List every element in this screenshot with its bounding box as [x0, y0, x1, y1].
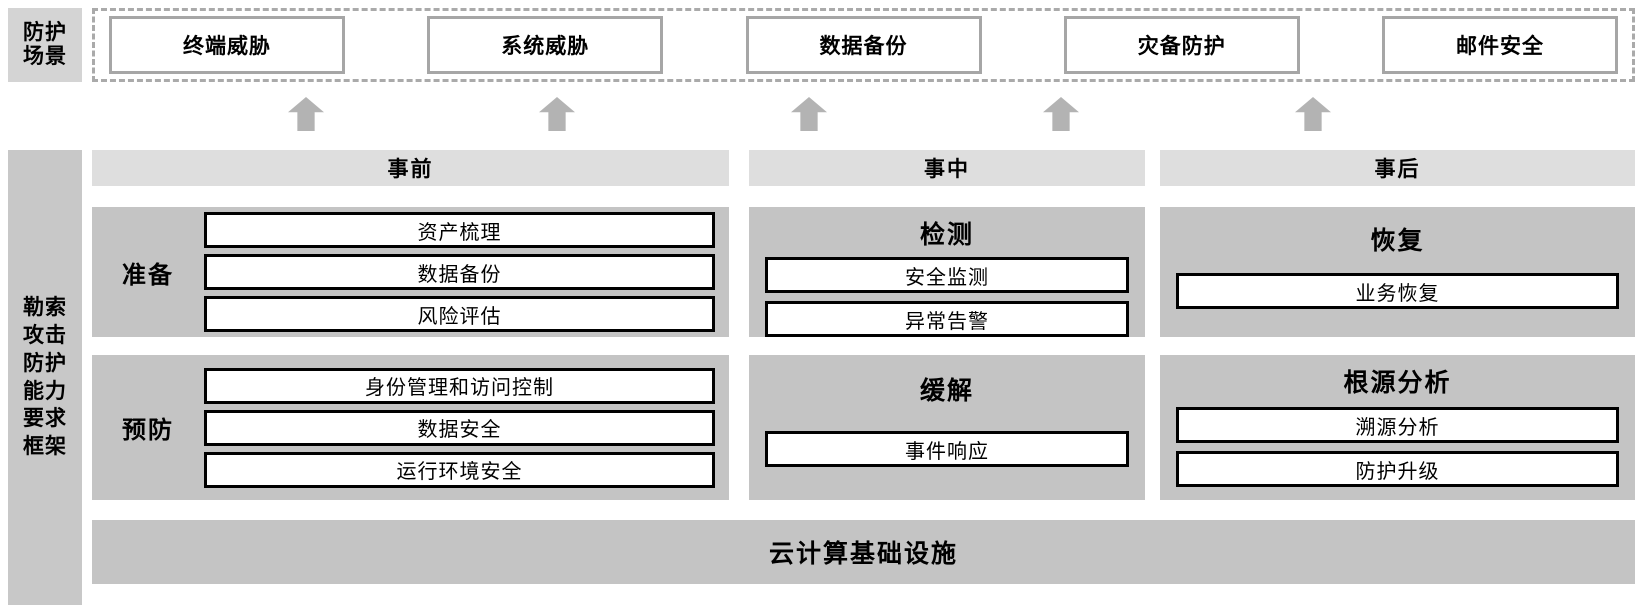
- capability-item-label: 风险评估: [417, 305, 502, 328]
- capability-item-runtime-environment-security[interactable]: 运行环境安全: [204, 451, 715, 488]
- framework-sidebar-line-5: 要求: [23, 407, 67, 431]
- capability-item-label: 身份管理和访问控制: [365, 377, 554, 399]
- framework-sidebar-label: 勒索 攻击 防护 能力 要求 框架: [8, 150, 82, 605]
- capability-item-risk-assessment[interactable]: 风险评估: [204, 296, 715, 332]
- phase-header-during: 事中: [749, 150, 1145, 186]
- capability-item-traceability-analysis[interactable]: 溯源分析: [1176, 407, 1619, 443]
- capability-item-label: 数据备份: [417, 263, 502, 286]
- scenario-box-disaster-recovery[interactable]: 灾备防护: [1063, 16, 1300, 74]
- scenario-box-email-security[interactable]: 邮件安全: [1382, 16, 1618, 74]
- capability-item-protection-upgrade[interactable]: 防护升级: [1176, 451, 1619, 487]
- capability-item-label: 业务恢复: [1355, 282, 1440, 305]
- capability-item-label: 防护升级: [1355, 460, 1440, 483]
- capability-group-title: 缓解: [919, 377, 974, 405]
- scenario-dashed-container: 终端威胁 系统威胁 数据备份 灾备防护 邮件安全: [92, 8, 1635, 82]
- phase-header-label: 事中: [924, 158, 970, 181]
- capability-item-incident-response[interactable]: 事件响应: [765, 431, 1129, 467]
- capability-item-business-recovery[interactable]: 业务恢复: [1176, 273, 1619, 309]
- framework-sidebar-line-1: 勒索: [23, 296, 67, 320]
- capability-group-preparation: 准备 资产梳理 数据备份 风险评估: [92, 207, 729, 337]
- capability-group-title: 预防: [122, 417, 174, 444]
- capability-item-data-security[interactable]: 数据安全: [204, 409, 715, 446]
- scenario-box-data-backup[interactable]: 数据备份: [745, 16, 982, 74]
- arrow-up-icon-5: [1295, 97, 1331, 131]
- scenario-box-system-threat[interactable]: 系统威胁: [427, 16, 664, 74]
- framework-sidebar-line-2: 攻击: [23, 324, 67, 348]
- scenario-box-label: 邮件安全: [1456, 35, 1544, 58]
- cloud-infrastructure-label: 云计算基础设施: [768, 540, 958, 568]
- scenario-box-label: 终端威胁: [183, 35, 271, 58]
- capability-group-mitigation: 缓解 事件响应: [749, 355, 1145, 500]
- capability-group-title: 检测: [919, 221, 974, 249]
- capability-item-anomaly-alert[interactable]: 异常告警: [765, 301, 1129, 337]
- capability-group-recovery: 恢复 业务恢复: [1160, 207, 1635, 337]
- capability-item-asset-inventory[interactable]: 资产梳理: [204, 212, 715, 248]
- arrow-up-icon-2: [539, 97, 575, 131]
- arrow-up-icon-4: [1043, 97, 1079, 131]
- framework-sidebar-line-3: 防护: [23, 351, 67, 375]
- phase-header-before: 事前: [92, 150, 729, 186]
- scenario-label-line-2: 场景: [23, 45, 67, 68]
- capability-group-detection: 检测 安全监测 异常告警: [749, 207, 1145, 337]
- capability-item-label: 异常告警: [905, 310, 989, 333]
- capability-item-security-monitoring[interactable]: 安全监测: [765, 257, 1129, 293]
- phase-header-after: 事后: [1160, 150, 1635, 186]
- framework-sidebar-line-6: 框架: [23, 434, 67, 458]
- capability-item-label: 安全监测: [905, 266, 989, 289]
- cloud-infrastructure-bar: 云计算基础设施: [92, 520, 1635, 584]
- capability-item-label: 资产梳理: [417, 221, 502, 244]
- scenario-label-line-1: 防护: [23, 20, 67, 44]
- framework-sidebar-line-4: 能力: [23, 379, 67, 403]
- capability-item-label: 事件响应: [905, 440, 989, 463]
- scenario-box-label: 数据备份: [819, 35, 908, 58]
- capability-item-data-backup[interactable]: 数据备份: [204, 254, 715, 290]
- capability-item-identity-access-management[interactable]: 身份管理和访问控制: [204, 367, 715, 404]
- arrow-up-icon-3: [791, 97, 827, 131]
- capability-item-label: 运行环境安全: [396, 461, 523, 483]
- capability-group-prevention: 预防 身份管理和访问控制 数据安全 运行环境安全: [92, 355, 729, 500]
- scenario-section-label: 防护 场景: [8, 8, 82, 82]
- capability-group-title: 恢复: [1370, 227, 1425, 255]
- capability-group-title: 准备: [122, 261, 174, 289]
- capability-group-root-cause-analysis: 根源分析 溯源分析 防护升级: [1160, 355, 1635, 500]
- capability-item-label: 溯源分析: [1355, 416, 1440, 439]
- phase-header-label: 事后: [1374, 158, 1421, 181]
- scenario-box-label: 系统威胁: [501, 35, 590, 58]
- capability-group-title: 根源分析: [1343, 369, 1452, 397]
- scenario-box-label: 灾备防护: [1137, 35, 1226, 58]
- phase-header-label: 事前: [387, 158, 434, 181]
- arrow-up-icon-1: [288, 97, 324, 131]
- scenario-box-endpoint-threat[interactable]: 终端威胁: [109, 16, 345, 74]
- capability-item-label: 数据安全: [417, 419, 502, 441]
